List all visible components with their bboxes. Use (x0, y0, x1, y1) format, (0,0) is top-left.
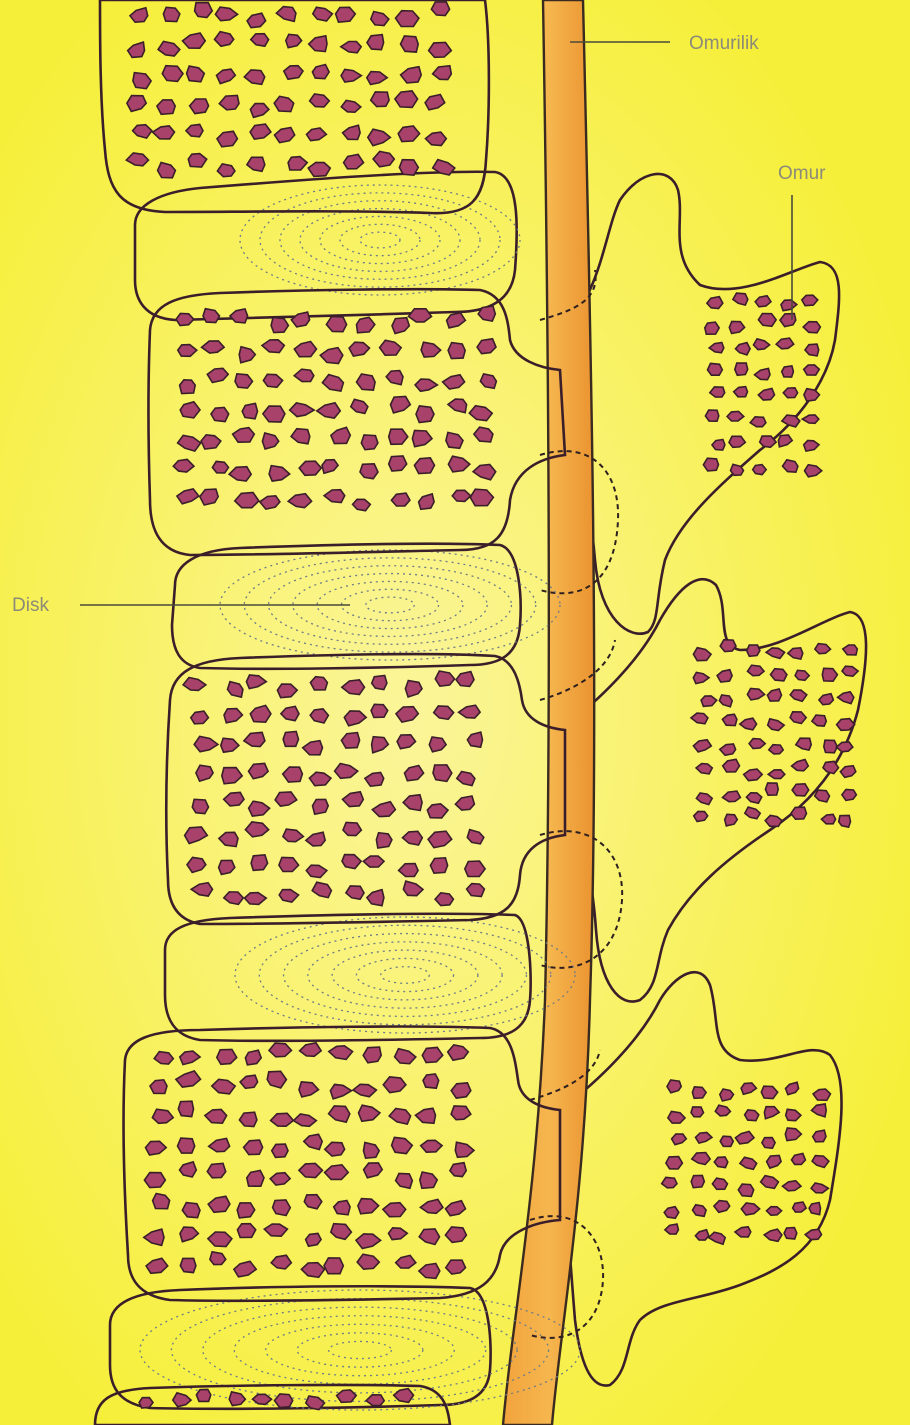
label-vertebra-text: Omur (778, 163, 826, 184)
label-disc-text: Disk (12, 595, 49, 616)
label-spinal-cord-text: Omurilik (689, 33, 759, 54)
